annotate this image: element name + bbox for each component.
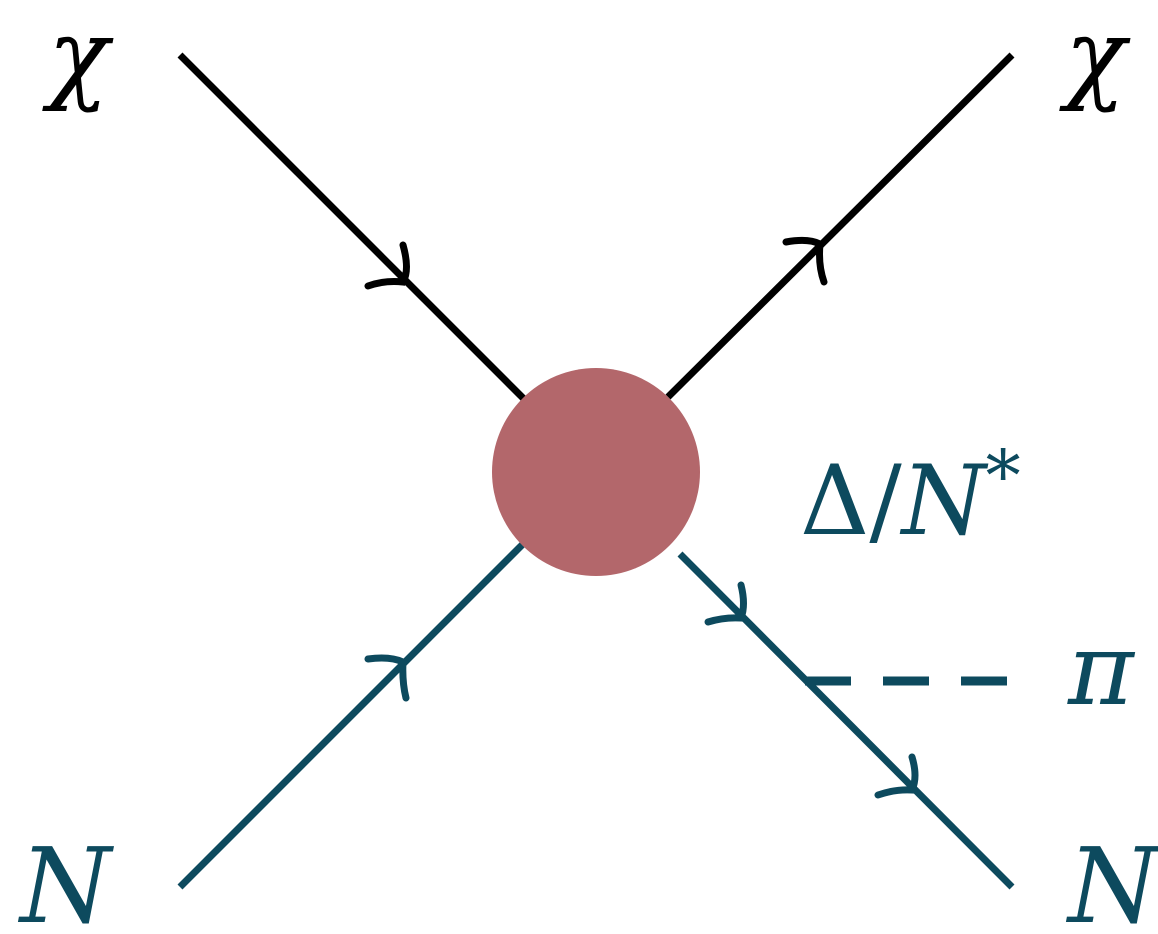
chi-in-label: χ: [42, 0, 114, 114]
nucleon-out-label: N: [1065, 825, 1158, 934]
resonance-slash: /: [869, 445, 902, 557]
resonance-delta: Δ: [800, 445, 869, 557]
resonance-nstar: N: [900, 445, 989, 557]
pion-label: π: [1067, 611, 1136, 728]
resonance-label: Δ/N*: [800, 435, 1021, 557]
nucleon-incoming-arrow-icon: [364, 654, 410, 702]
chi-incoming-line: [177, 52, 528, 403]
nucleon-incoming-line: [177, 539, 528, 890]
chi-outgoing-line: [665, 52, 1015, 400]
chi-incoming-arrow-icon: [364, 241, 410, 290]
vertex-blob: [492, 368, 700, 576]
resonance-star: *: [986, 435, 1021, 517]
chi-outgoing-arrow-icon: [782, 236, 828, 286]
nucleon-outgoing-line: [677, 551, 1015, 890]
nucleon-outgoing-arrow-upper-icon: [704, 581, 747, 626]
nucleon-outgoing-arrow-lower-icon: [874, 753, 919, 799]
chi-out-label: χ: [1059, 0, 1131, 114]
nucleon-in-label: N: [17, 825, 114, 934]
